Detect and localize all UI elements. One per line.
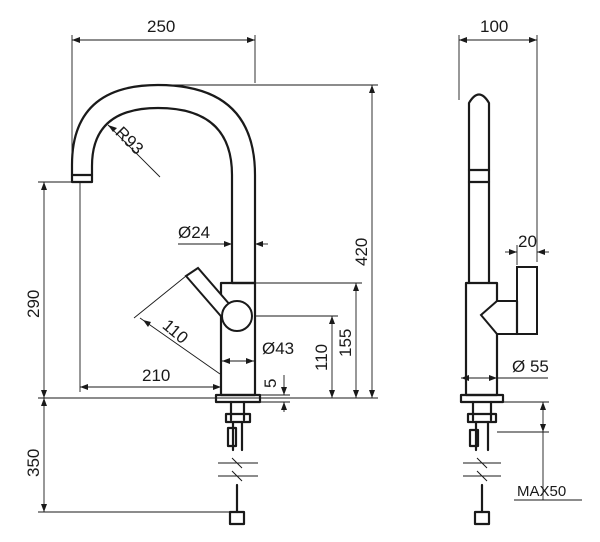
front-mounting-hoses — [218, 400, 258, 526]
dim-r93-label: R93 — [112, 123, 147, 158]
dim-210-label: 210 — [142, 366, 170, 385]
dim-5-label: 5 — [261, 379, 280, 388]
side-view: 100 20 Ø 55 MAX50 — [458, 17, 582, 526]
front-spout — [70, 83, 257, 285]
side-mounting-hoses — [463, 400, 501, 526]
dim-d55-label: Ø 55 — [512, 357, 549, 376]
dim-20-label: 20 — [518, 232, 537, 251]
front-view: 250 R93 Ø24 420 290 110 Ø43 155 110 210 … — [24, 17, 378, 526]
dim-250-label: 250 — [147, 17, 175, 36]
dim-155-label: 155 — [336, 329, 355, 357]
dim-420-label: 420 — [352, 238, 371, 266]
front-base-plate — [214, 393, 262, 404]
side-handle — [479, 266, 538, 335]
dim-max50-label: MAX50 — [517, 483, 566, 500]
dim-110-handle-label: 110 — [159, 316, 192, 348]
side-base-plate — [459, 393, 505, 404]
side-spout — [467, 93, 491, 285]
dim-290-label: 290 — [24, 290, 43, 318]
dim-350-label: 350 — [24, 449, 43, 477]
dim-d43-label: Ø43 — [262, 339, 294, 358]
dim-110-vertical-label: 110 — [312, 344, 331, 371]
dim-d24-label: Ø24 — [178, 223, 210, 242]
front-handle-knob — [221, 300, 253, 332]
dim-100-label: 100 — [480, 17, 508, 36]
